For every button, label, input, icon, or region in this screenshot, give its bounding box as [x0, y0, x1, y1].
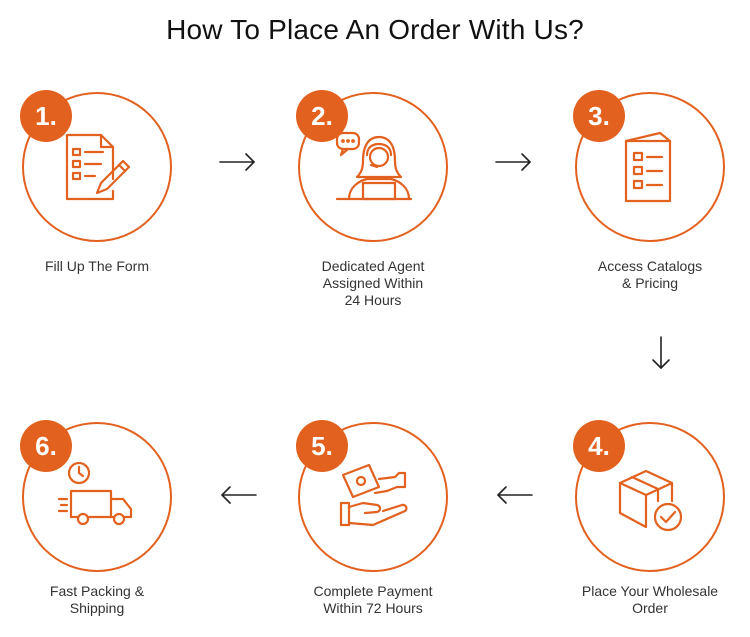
step-4: 4. [573, 420, 725, 572]
step-number-badge: 4. [573, 420, 625, 472]
arrow-left-icon [497, 486, 533, 504]
step-3-label: Access Catalogs & Pricing [597, 258, 703, 291]
step-5: 5. [296, 420, 448, 572]
agent-headset-icon [335, 131, 413, 201]
arrow-right-icon [495, 153, 531, 171]
arrow-right-icon [219, 153, 255, 171]
step-1: 1. [20, 90, 172, 242]
step-number-badge: 5. [296, 420, 348, 472]
step-2: 2. [296, 90, 448, 242]
page-title: How To Place An Order With Us? [166, 14, 584, 45]
step-number-badge: 6. [20, 420, 72, 472]
box-check-icon [618, 469, 683, 532]
delivery-truck-icon [57, 461, 133, 526]
arrow-down-icon [652, 336, 670, 369]
step-6: 6. [20, 420, 172, 572]
step-6-label: Fast Packing & Shipping [49, 583, 145, 616]
step-5-label: Complete Payment Within 72 Hours [313, 583, 433, 616]
step-3: 3. [573, 90, 725, 242]
step-2-label: Dedicated Agent Assigned Within 24 Hours [321, 258, 425, 308]
step-4-label: Place Your Wholesale Order [581, 583, 719, 616]
payment-hands-icon [339, 463, 408, 527]
step-number-badge: 3. [573, 90, 625, 142]
step-number-badge: 1. [20, 90, 72, 142]
step-1-label: Fill Up The Form [45, 258, 149, 274]
catalog-icon [624, 131, 672, 203]
step-number-badge: 2. [296, 90, 348, 142]
arrow-left-icon [221, 486, 257, 504]
form-pencil-icon [65, 133, 131, 201]
